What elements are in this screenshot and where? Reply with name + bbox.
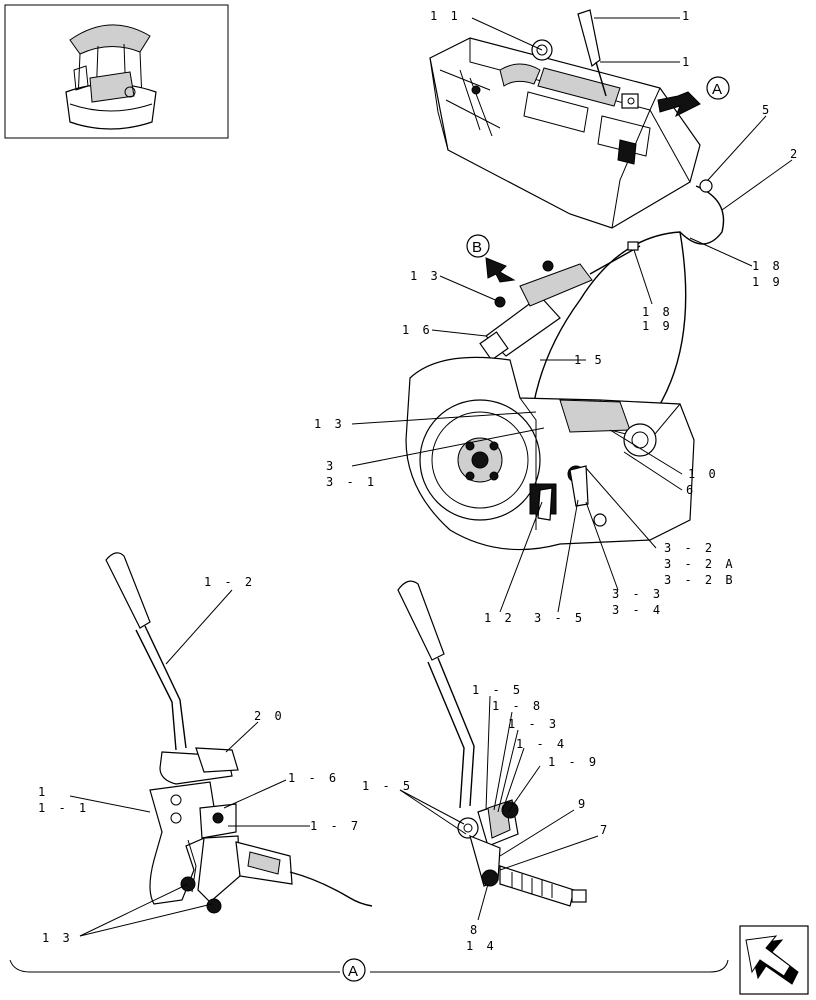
callout-19-a: 1 9 [752,275,783,289]
callout-1-4: 1 - 4 [516,737,567,751]
callout-3-2: 3 - 2 [664,541,715,555]
callout-1-7: 1 - 7 [310,819,361,833]
callout-3: 3 [326,459,336,473]
callout-3-4: 3 - 4 [612,603,663,617]
callout-12: 1 2 [484,611,515,625]
callout-1-5-top: 1 - 5 [472,683,523,697]
console-assembly [429,37,701,229]
callout-15: 1 5 [574,353,605,367]
callout-14: 1 4 [466,939,497,953]
callout-20: 2 0 [254,709,285,723]
leader-lines [69,17,793,937]
top-shift-lever [577,9,607,97]
callout-3-2b: 3 - 2 B [664,573,736,587]
callout-7: 7 [600,823,610,837]
callout-18-b: 1 8 [642,305,673,319]
transmission-housing [405,356,695,551]
callout-1-top-b: 1 [682,55,692,69]
lever-assembly-left [105,552,373,914]
callout-3-1: 3 - 1 [326,475,377,489]
callout-1-5-left: 1 - 5 [362,779,413,793]
view-b-arrow: B [466,234,516,283]
view-b-label: B [472,239,482,256]
view-a-top-label: A [712,81,722,98]
callout-8: 8 [470,923,480,937]
tractor-cab-thumbnail [65,24,157,130]
callout-10: 1 0 [688,467,719,481]
callout-1-2: 1 - 2 [204,575,255,589]
callout-2: 2 [790,147,800,161]
callout-1-top-a: 1 [682,9,692,23]
callout-1-1: 1 - 1 [38,801,89,815]
view-a-arrow: A [657,76,730,118]
callout-1-6: 1 - 6 [288,771,339,785]
callout-1-8: 1 - 8 [492,699,543,713]
callout-1-9: 1 - 9 [548,755,599,769]
callout-13-b: 1 3 [314,417,345,431]
callout-16: 1 6 [402,323,433,337]
view-a-bracket: A [9,958,729,982]
view-a-bottom-label: A [348,963,358,980]
callout-5: 5 [762,103,772,117]
callout-3-3: 3 - 3 [612,587,663,601]
callout-11: 1 1 [430,9,461,23]
callout-18-a: 1 8 [752,259,783,273]
callout-13-c: 1 3 [42,931,73,945]
callout-6: 6 [686,483,696,497]
callout-9: 9 [578,797,588,811]
callout-3-2a: 3 - 2 A [664,557,736,571]
callout-labels: 1 1 1 1 5 2 1 8 1 9 1 8 1 9 1 3 1 6 1 5 … [38,9,800,953]
thumbnail-frame[interactable] [4,4,229,139]
lever-assembly-right [397,580,587,907]
callout-13-a: 1 3 [410,269,441,283]
callout-19-b: 1 9 [642,319,673,333]
callout-3-5: 3 - 5 [534,611,585,625]
callout-1-3: 1 - 3 [508,717,559,731]
starter-motor [479,260,593,361]
navigation-arrow-icon[interactable] [739,925,809,995]
callout-1-left: 1 [38,785,48,799]
